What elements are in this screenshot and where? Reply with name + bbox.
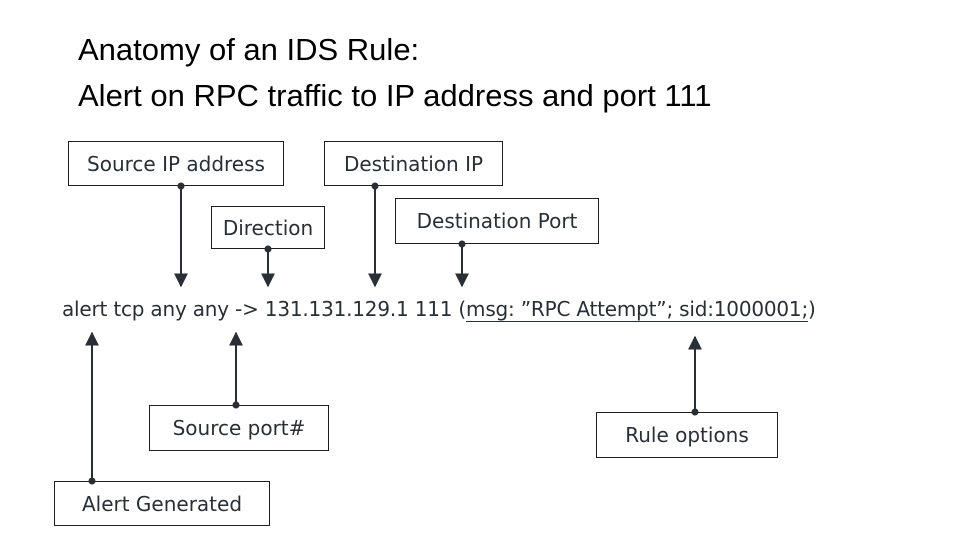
arrow-destination-port-dot [458, 240, 466, 248]
arrow-rule-options-dot [691, 408, 699, 416]
label-destination-ip: Destination IP [324, 141, 503, 186]
diagram-title: Anatomy of an IDS Rule: [78, 32, 420, 67]
label-source-port: Source port# [149, 405, 329, 451]
arrow-source-ip-dot [177, 182, 185, 190]
arrow-direction-dot [264, 245, 272, 253]
arrow-alert-generated-dot [88, 477, 96, 485]
rule-options-text: msg: ”RPC Attempt”; sid:1000001; [466, 297, 808, 322]
label-alert-generated: Alert Generated [54, 481, 270, 526]
ids-rule-text: alert tcp any any -> 131.131.129.1 111 (… [62, 297, 816, 322]
diagram-subtitle: Alert on RPC traffic to IP address and p… [78, 78, 712, 113]
arrow-source-port-dot [232, 401, 240, 409]
rule-header: alert tcp any any -> 131.131.129.1 111 ( [62, 297, 467, 321]
arrow-destination-ip-dot [371, 182, 379, 190]
label-source-ip: Source IP address [68, 141, 284, 186]
label-destination-port: Destination Port [395, 198, 599, 244]
label-rule-options: Rule options [596, 412, 778, 458]
rule-closing-paren: ) [807, 297, 816, 321]
